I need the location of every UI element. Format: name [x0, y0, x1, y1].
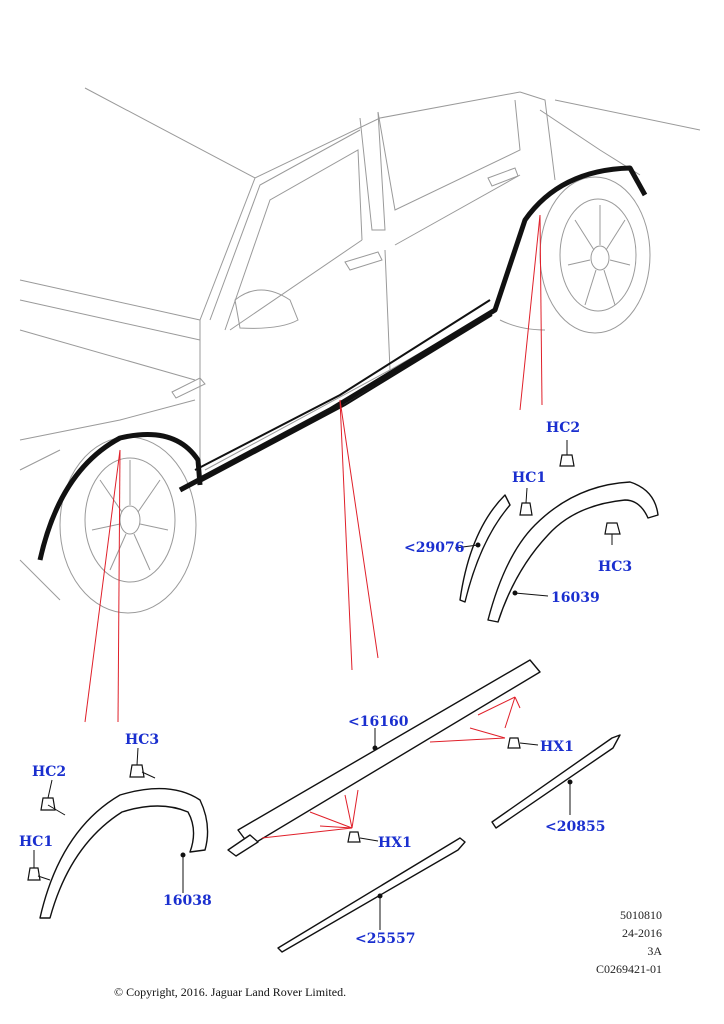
callout-hc2-left: HC2 — [32, 764, 67, 780]
callout-hc1-left: HC1 — [19, 834, 54, 850]
callout-hx1-top: HX1 — [540, 739, 574, 755]
callout-part-20855: <20855 — [545, 819, 606, 835]
clip-hc3-right — [604, 522, 621, 535]
clip-hc1-right — [519, 502, 533, 516]
clip-hx1-bottom — [347, 831, 361, 843]
part-16039 — [487, 481, 659, 623]
callout-hx1-bottom: HX1 — [378, 835, 412, 851]
part-16038 — [39, 787, 209, 919]
clip-hx1-top — [507, 737, 521, 749]
callout-part-16039: 16039 — [551, 590, 600, 606]
clip-hc1-left — [27, 867, 41, 881]
clip-hc3-left — [129, 764, 145, 778]
copyright-notice: © Copyright, 2016. Jaguar Land Rover Lim… — [114, 985, 347, 999]
clip-hc2-right — [559, 454, 575, 467]
callout-hc2-right: HC2 — [546, 420, 581, 436]
illustration-code: C0269421-01 — [596, 962, 662, 976]
illustration-date: 24-2016 — [622, 926, 662, 940]
part-25557 — [277, 837, 466, 953]
illustration-number: 5010810 — [620, 908, 662, 922]
part-20855 — [491, 734, 621, 829]
part-29076 — [459, 494, 511, 603]
callout-part-16038: 16038 — [163, 893, 212, 909]
callout-hc1-right: HC1 — [512, 470, 547, 486]
callout-part-16160: <16160 — [348, 714, 409, 730]
illustration-revision: 3A — [647, 944, 662, 958]
callout-part-25557: <25557 — [355, 931, 416, 947]
callout-hc3-right: HC3 — [598, 559, 633, 575]
part-16160 — [237, 659, 541, 847]
callout-part-29076: <29076 — [404, 540, 465, 556]
callout-hc3-left: HC3 — [125, 732, 160, 748]
